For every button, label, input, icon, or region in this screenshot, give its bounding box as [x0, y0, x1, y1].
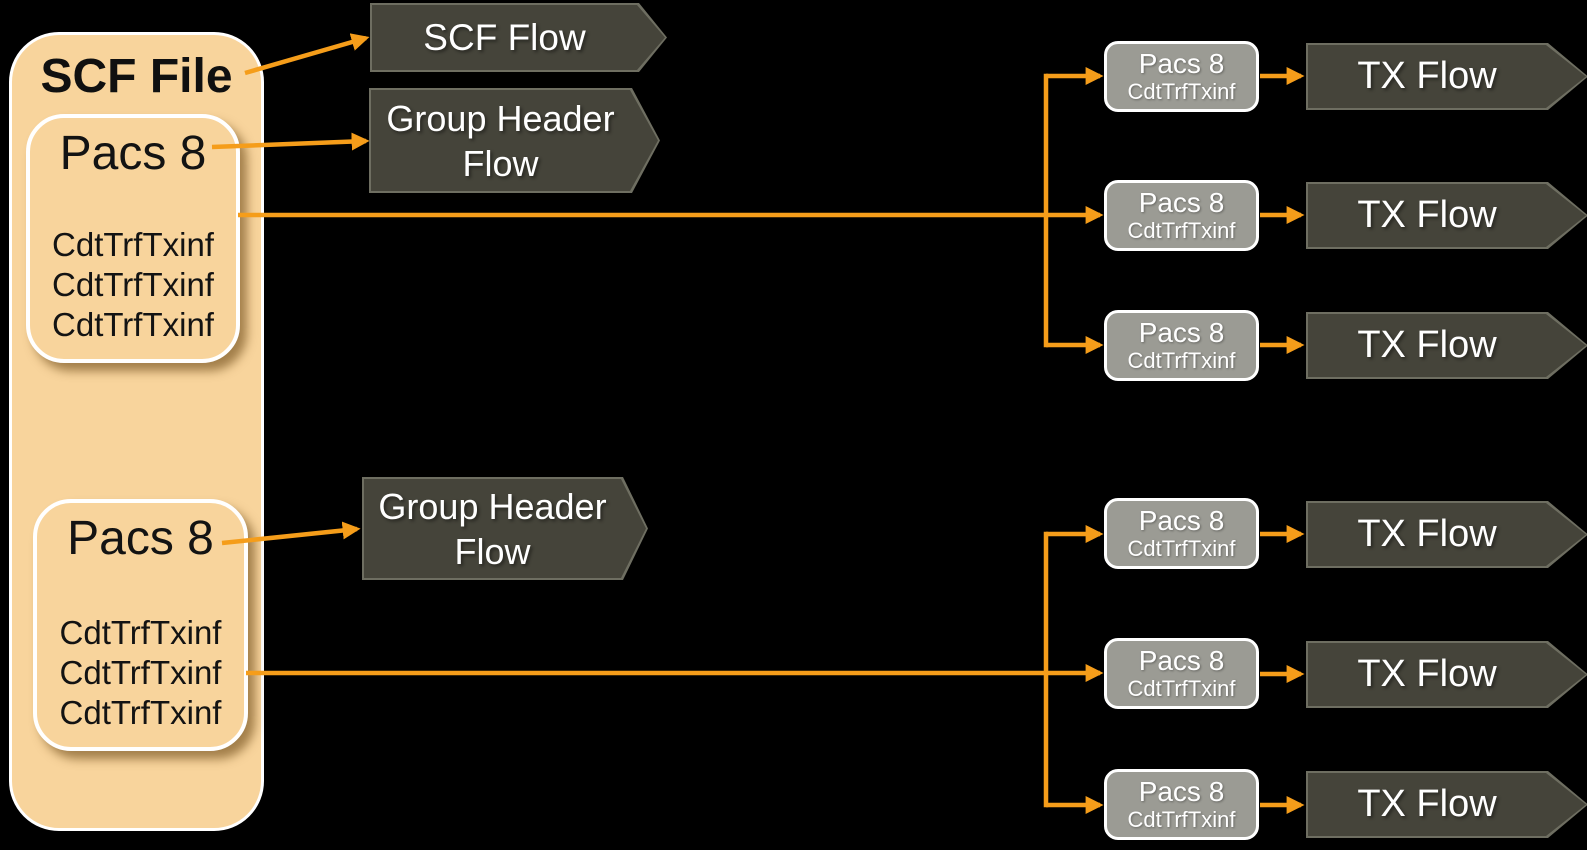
arrow-scffile-to-scfflow: [244, 33, 370, 76]
transaction-line: CdtTrfTxinf: [59, 614, 222, 651]
pacs8-unit-title: Pacs 8: [1138, 505, 1225, 536]
pacs8-unit-5: Pacs 8 CdtTrfTxinf: [1104, 638, 1259, 709]
group-header-flow-label: Group Header Flow: [386, 97, 615, 184]
pacs8-batch-1-title: Pacs 8: [59, 127, 207, 180]
pacs8-unit-subtitle: CdtTrfTxinf: [1127, 676, 1236, 701]
transaction-line: CdtTrfTxinf: [52, 306, 214, 343]
tx-flow-chevron-4: TX Flow: [1306, 501, 1587, 568]
pacs8-unit-4: Pacs 8 CdtTrfTxinf: [1104, 498, 1259, 569]
tx-flow-label: TX Flow: [1357, 513, 1497, 555]
pacs8-unit-3: Pacs 8 CdtTrfTxinf: [1104, 310, 1259, 381]
tx-flow-label: TX Flow: [1357, 653, 1497, 695]
pacs8-unit-1: Pacs 8 CdtTrfTxinf: [1104, 41, 1259, 112]
pacs8-unit-subtitle: CdtTrfTxinf: [1127, 348, 1236, 373]
scf-file-title: SCF File: [40, 50, 233, 103]
group-header-flow-chevron-2: Group Header Flow: [362, 477, 648, 580]
tx-flow-label: TX Flow: [1357, 55, 1497, 97]
pacs8-unit-title: Pacs 8: [1138, 48, 1225, 79]
pacs8-batch-2-title: Pacs 8: [67, 512, 214, 565]
transaction-line: CdtTrfTxinf: [59, 654, 222, 691]
scf-flow-chevron: SCF Flow: [370, 3, 667, 72]
pacs8-unit-title: Pacs 8: [1138, 645, 1225, 676]
pacs8-batch-1: Pacs 8 CdtTrfTxinf CdtTrfTxinf CdtTrfTxi…: [26, 114, 240, 363]
group-header-flow-label: Group Header Flow: [378, 485, 607, 572]
pacs8-unit-2: Pacs 8 CdtTrfTxinf: [1104, 180, 1259, 251]
tx-flow-label: TX Flow: [1357, 194, 1497, 236]
pacs8-unit-subtitle: CdtTrfTxinf: [1127, 218, 1236, 243]
pacs8-unit-subtitle: CdtTrfTxinf: [1127, 79, 1236, 104]
tx-flow-chevron-2: TX Flow: [1306, 182, 1587, 249]
pacs8-unit-subtitle: CdtTrfTxinf: [1127, 536, 1236, 561]
pacs8-batch-1-transactions: CdtTrfTxinf CdtTrfTxinf CdtTrfTxinf: [30, 225, 236, 345]
transaction-line: CdtTrfTxinf: [59, 694, 222, 731]
transaction-line: CdtTrfTxinf: [52, 226, 214, 263]
tx-flow-chevron-3: TX Flow: [1306, 312, 1587, 379]
transaction-line: CdtTrfTxinf: [52, 266, 214, 303]
tx-flow-chevron-6: TX Flow: [1306, 771, 1587, 838]
pacs8-unit-title: Pacs 8: [1138, 776, 1225, 807]
tx-flow-chevron-5: TX Flow: [1306, 641, 1587, 708]
tx-flow-chevron-1: TX Flow: [1306, 43, 1587, 110]
scf-flow-label: SCF Flow: [423, 16, 586, 58]
pacs8-unit-title: Pacs 8: [1138, 317, 1225, 348]
pacs8-unit-6: Pacs 8 CdtTrfTxinf: [1104, 769, 1259, 840]
tx-flow-label: TX Flow: [1357, 324, 1497, 366]
tx-flow-label: TX Flow: [1357, 783, 1497, 825]
group-header-flow-chevron-1: Group Header Flow: [369, 88, 660, 193]
pacs8-unit-title: Pacs 8: [1138, 187, 1225, 218]
pacs8-unit-subtitle: CdtTrfTxinf: [1127, 807, 1236, 832]
pacs8-batch-2: Pacs 8 CdtTrfTxinf CdtTrfTxinf CdtTrfTxi…: [33, 499, 248, 751]
pacs8-batch-2-transactions: CdtTrfTxinf CdtTrfTxinf CdtTrfTxinf: [37, 613, 244, 733]
